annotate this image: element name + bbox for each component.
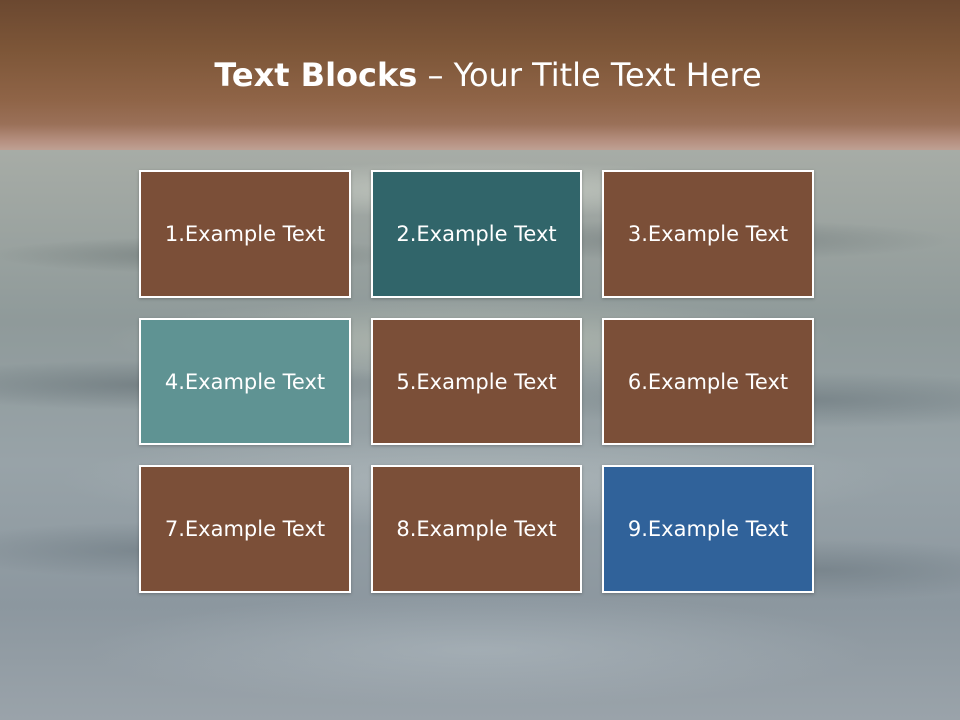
- text-block-7: 7.Example Text: [139, 465, 351, 593]
- text-block-8-label: 8.Example Text: [396, 517, 557, 541]
- slide-title: Text Blocks – Your Title Text Here: [0, 52, 960, 98]
- text-block-9: 9.Example Text: [602, 465, 814, 593]
- text-block-7-label: 7.Example Text: [164, 517, 326, 541]
- title-rest-text: Your Title Text Here: [453, 56, 762, 94]
- text-block-9-label: 9.Example Text: [627, 517, 789, 541]
- title-separator: –: [417, 56, 454, 94]
- text-block-3: 3.Example Text: [602, 170, 814, 298]
- text-block-1-label: 1.Example Text: [164, 222, 326, 246]
- text-block-2-label: 2.Example Text: [396, 222, 557, 246]
- text-block-8: 8.Example Text: [371, 465, 582, 593]
- text-block-2: 2.Example Text: [371, 170, 582, 298]
- text-block-5: 5.Example Text: [371, 318, 582, 445]
- title-bold-text: Text Blocks: [214, 56, 418, 94]
- text-block-6: 6.Example Text: [602, 318, 814, 445]
- text-block-4: 4.Example Text: [139, 318, 351, 445]
- text-block-4-label: 4.Example Text: [164, 369, 326, 394]
- text-block-6-label: 6.Example Text: [627, 369, 789, 394]
- text-block-3-label: 3.Example Text: [627, 222, 789, 246]
- text-block-5-label: 5.Example Text: [396, 369, 557, 394]
- text-block-1: 1.Example Text: [139, 170, 351, 298]
